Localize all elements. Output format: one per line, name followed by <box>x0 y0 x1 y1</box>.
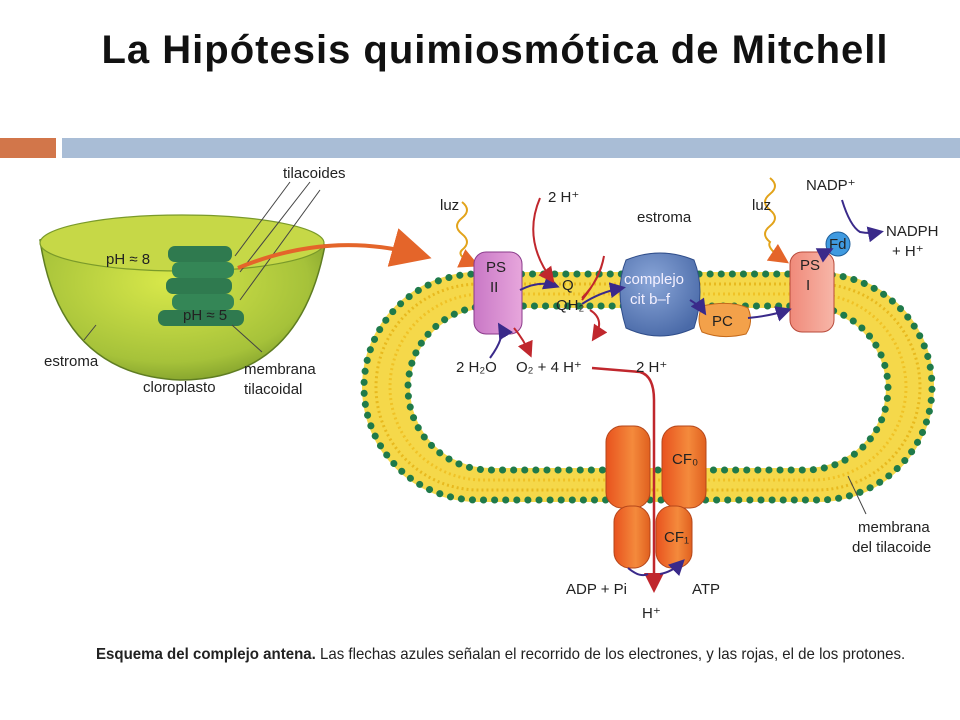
label-tilacoides: tilacoides <box>283 165 346 182</box>
adp-arrow <box>627 567 649 577</box>
label-luz-right: luz <box>752 197 771 214</box>
cytochrome-bf-complex <box>619 252 701 337</box>
page-title: La Hipótesis quimiosmótica de Mitchell <box>101 28 889 72</box>
label-cloroplasto: cloroplasto <box>143 379 216 396</box>
proton-flow-arrows <box>513 197 664 593</box>
light-arrow-right <box>764 177 789 264</box>
label-estroma-thylakoid: estroma <box>637 209 692 226</box>
label-adp: ADP + Pi <box>566 581 627 598</box>
figure-caption: Esquema del complejo antena. Las flechas… <box>96 646 905 664</box>
label-ps2-line1: PS <box>486 259 506 276</box>
label-membrana-tilacoide-line2: del tilacoide <box>852 539 931 556</box>
label-o2: O₂ + 4 H⁺ <box>516 359 582 376</box>
photosystem-i <box>789 251 835 333</box>
chloroplast-figure <box>39 181 326 381</box>
label-ph-lumen: pH ≈ 5 <box>183 307 227 324</box>
label-complejo-line2: cit b–f <box>630 291 671 308</box>
label-membrana-line2: tilacoidal <box>244 381 302 398</box>
label-cf1: CF₁ <box>664 529 689 546</box>
atp-synthase <box>605 425 707 569</box>
label-membrana-line1: membrana <box>244 361 316 378</box>
caption-text: Las flechas azules señalan el recorrido … <box>315 646 906 663</box>
label-ps2-line2: II <box>490 279 498 296</box>
label-cf0: CF₀ <box>672 451 698 468</box>
plastocyanin <box>698 302 752 338</box>
accent-bar-orange <box>0 138 56 158</box>
electron-flow-arrows <box>489 199 884 359</box>
membrane-pointer <box>847 475 867 515</box>
grana-stack <box>158 246 244 326</box>
label-ps1-line2: I <box>806 277 810 294</box>
label-estroma-chloroplast: estroma <box>44 353 99 370</box>
label-ph-stroma: pH ≈ 8 <box>106 251 150 268</box>
label-h-out: H⁺ <box>642 605 661 622</box>
label-2h-bottom: 2 H⁺ <box>636 359 667 376</box>
label-pc: PC <box>712 313 733 330</box>
label-q: Q <box>562 277 574 294</box>
label-ps1-line1: PS <box>800 257 820 274</box>
zoom-arrow <box>237 228 432 270</box>
label-h2o: 2 H₂O <box>456 359 497 376</box>
label-nadph-line2: + H⁺ <box>892 243 924 260</box>
label-2h-top: 2 H⁺ <box>548 189 579 206</box>
label-qh2: QH₂ <box>556 297 585 314</box>
label-membrana-tilacoide-line1: membrana <box>858 519 930 536</box>
label-atp: ATP <box>692 581 720 598</box>
label-nadph-line1: NADPH <box>886 223 939 240</box>
atp-arrow <box>659 559 685 577</box>
label-complejo-line1: complejo <box>624 271 684 288</box>
accent-bar-blue <box>62 138 960 158</box>
caption-bold: Esquema del complejo antena. <box>96 646 316 663</box>
label-luz-left: luz <box>440 197 459 214</box>
label-fd: Fd <box>829 236 847 253</box>
label-nadp: NADP⁺ <box>806 177 856 194</box>
thylakoid-diagram: tilacoides pH ≈ 8 pH ≈ 5 estroma cloropl… <box>39 165 939 622</box>
light-arrow-left <box>456 201 480 268</box>
